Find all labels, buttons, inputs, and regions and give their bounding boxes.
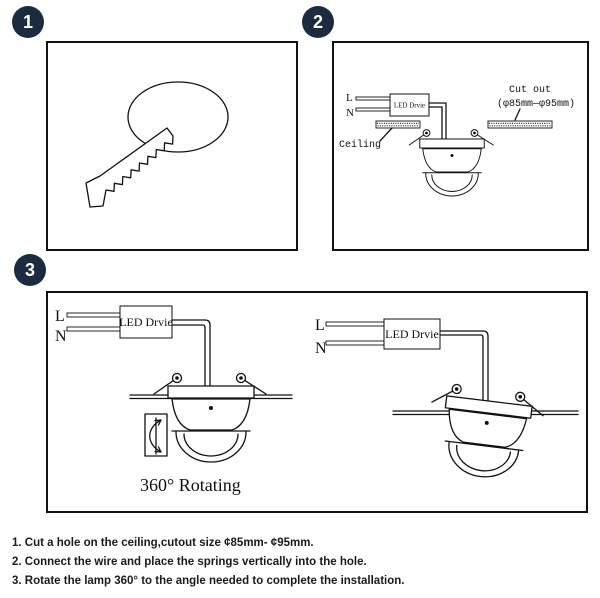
lamp-dome <box>425 173 479 197</box>
lamp-flange <box>444 395 533 419</box>
instruction-line-3: 3. Rotate the lamp 360° to the angle nee… <box>12 575 405 587</box>
saw-icon <box>85 127 174 208</box>
lamp-screw <box>484 420 489 425</box>
rotation-arrowheads <box>154 419 162 453</box>
lamp-dome <box>175 431 247 463</box>
panel-1-frame <box>46 41 298 251</box>
cutout-size: (φ85mm—φ95mm) <box>497 98 575 110</box>
spring-pin-right <box>518 395 523 399</box>
neutral-wire-right <box>325 340 385 346</box>
step-badge-3-number: 3 <box>25 260 35 280</box>
rotation-icon-frame <box>144 413 168 457</box>
panel-step-3: L N LED Drvie 360° Rotating L N <box>46 291 588 513</box>
rotation-arc <box>149 419 162 453</box>
instruction-line-2: 2. Connect the wire and place the spring… <box>12 556 367 568</box>
lamp-body <box>422 148 482 173</box>
spring-pin-right <box>473 131 476 135</box>
led-driver-box-right <box>383 318 441 350</box>
lamp-flange <box>419 138 485 149</box>
lamp-dome <box>448 441 520 478</box>
spring-pin-left <box>425 131 428 135</box>
step-badge-1: 1 <box>12 6 44 38</box>
step-badge-2-number: 2 <box>313 12 323 32</box>
driver-output-wire <box>428 102 447 140</box>
instruction-line-1: 1. Cut a hole on the ceiling,cutout size… <box>12 537 314 549</box>
live-wire-label-left: L <box>55 308 65 325</box>
downlight-lamp-left <box>153 372 267 463</box>
cutout-leader-line <box>514 108 521 121</box>
ceiling-hole-outline <box>127 81 229 153</box>
neutral-wire-label: N <box>346 107 354 119</box>
live-wire-label: L <box>346 92 353 104</box>
lamp-screw <box>450 154 454 157</box>
installation-left: L N LED Drvie 360° Rotating <box>55 305 293 495</box>
led-driver-box <box>389 93 430 117</box>
driver-output-wire-left <box>171 319 211 387</box>
live-wire-label-right: L <box>315 317 325 334</box>
spring-pin-left <box>175 376 179 380</box>
lamp-bezel <box>444 440 524 452</box>
spring-pin-left <box>454 387 459 391</box>
panel-3-frame <box>46 291 588 513</box>
ceiling-leader-line <box>379 127 393 142</box>
installation-right: L N LED Drvie <box>315 317 579 478</box>
panel-step-1 <box>46 41 298 251</box>
led-driver-label-left: LED Drvie <box>119 315 173 329</box>
downlight-lamp-right-rotated <box>431 383 544 478</box>
led-driver-label: LED Drvie <box>394 102 425 110</box>
live-wire-left <box>66 312 121 318</box>
led-driver-label-right: LED Drvie <box>385 327 439 341</box>
lamp-body <box>171 398 251 431</box>
downlight-lamp-step-2 <box>408 129 494 197</box>
lamp-dome-inner <box>183 433 239 457</box>
step-badge-1-number: 1 <box>23 12 33 32</box>
neutral-wire-label-right: N <box>315 340 327 357</box>
lamp-dome-inner <box>456 444 512 472</box>
neutral-wire <box>355 107 391 112</box>
neutral-wire-label-left: N <box>55 328 67 345</box>
live-wire-right <box>325 321 385 327</box>
spring-pin-right <box>239 376 243 380</box>
panel-2-frame <box>332 41 589 251</box>
step-badge-3: 3 <box>14 254 46 286</box>
lamp-screw <box>209 406 213 410</box>
neutral-wire-left <box>66 326 121 332</box>
ceiling-section-left <box>375 120 421 129</box>
rotation-caption: 360° Rotating <box>140 475 241 495</box>
live-wire <box>355 96 391 101</box>
step-badge-1-circle <box>12 6 44 38</box>
step-badge-2: 2 <box>302 6 334 38</box>
lamp-body <box>448 408 528 448</box>
step-badge-2-circle <box>302 6 334 38</box>
rotation-icon <box>144 413 168 457</box>
driver-output-wire-right <box>439 330 489 403</box>
cutout-title: Cut out <box>509 85 551 96</box>
lamp-dome-inner <box>431 174 473 192</box>
ceiling-bar-left <box>375 120 421 129</box>
step-badge-3-circle <box>14 254 46 286</box>
ceiling-section-right <box>487 120 553 129</box>
ceiling-bar-right <box>487 120 553 129</box>
lamp-flange <box>167 385 255 399</box>
panel-step-2: L N LED Drvie Cut out (φ85mm—φ95mm) Ceil… <box>332 41 589 251</box>
ceiling-label: Ceiling <box>339 139 381 151</box>
led-driver-box-left <box>119 305 173 339</box>
